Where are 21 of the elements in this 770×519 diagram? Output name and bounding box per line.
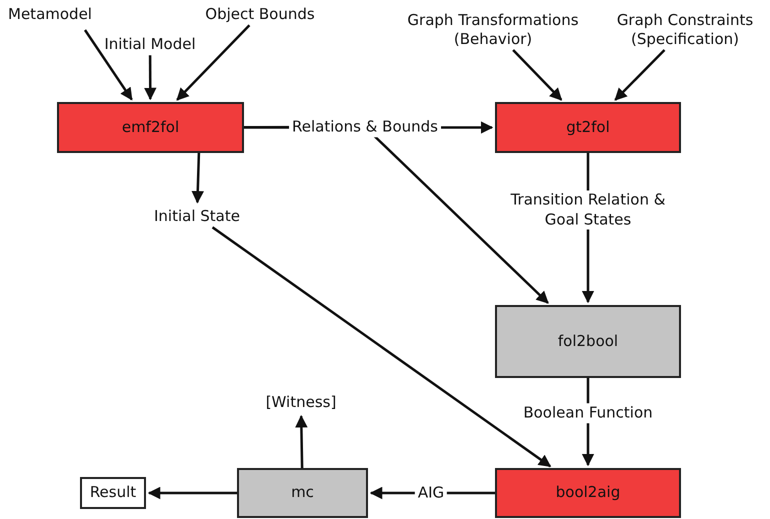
arrow	[192, 152, 204, 204]
process-box: gt2fol	[495, 102, 681, 153]
arrow	[84, 29, 133, 101]
process-box: emf2fol	[57, 102, 244, 153]
result-box: Result	[80, 477, 146, 509]
arrow	[176, 24, 250, 101]
input-label: Metamodel	[0, 4, 100, 26]
output-label: [Witness]	[256, 392, 346, 414]
input-label: Object Bounds	[195, 4, 325, 26]
arrow	[295, 414, 308, 468]
arrow	[144, 55, 156, 100]
intermediate-label: Initial State	[145, 206, 249, 228]
process-box: mc	[237, 468, 368, 518]
arrow	[212, 226, 552, 468]
arrow	[148, 486, 237, 500]
arrow	[614, 49, 666, 101]
process-box: fol2bool	[495, 305, 681, 378]
input-label: Initial Model	[95, 34, 205, 56]
edge-label: Relations & Bounds	[289, 117, 441, 137]
process-box: bool2aig	[495, 468, 681, 518]
arrow	[512, 49, 562, 101]
